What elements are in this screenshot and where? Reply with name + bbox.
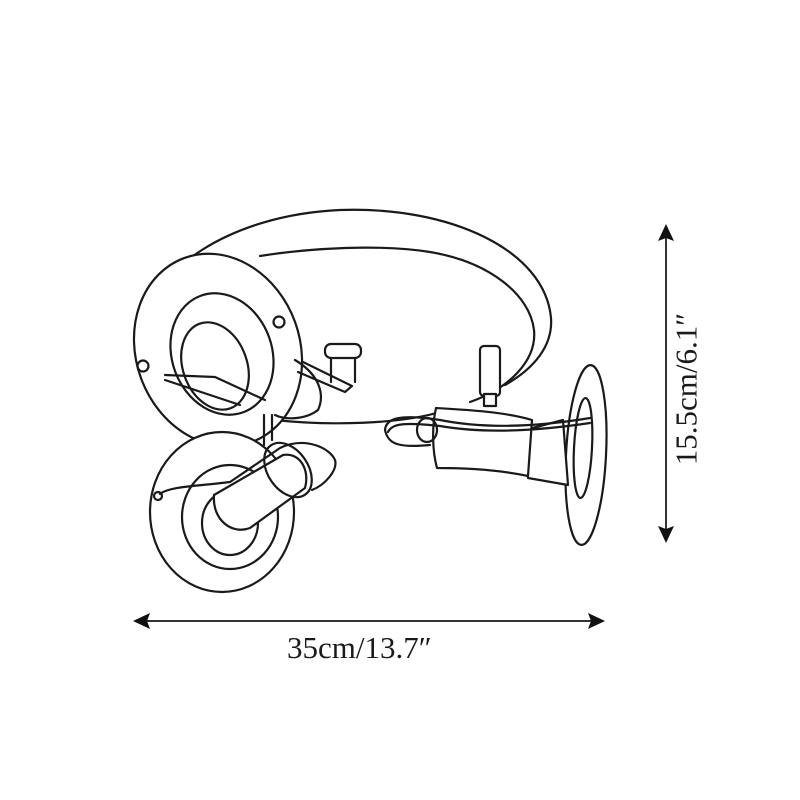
arrow-left-icon	[133, 613, 150, 629]
height-label: 15.5cm/6.1″	[668, 312, 704, 466]
spotlight-bottom-left	[148, 413, 337, 594]
width-label: 35cm/13.7″	[287, 630, 432, 665]
height-dimension-line	[658, 224, 674, 543]
width-dimension-line	[133, 613, 605, 629]
arrow-down-icon	[658, 526, 674, 543]
arrow-up-icon	[658, 224, 674, 241]
arrow-right-icon	[588, 613, 605, 629]
spotlight-top-left	[132, 252, 363, 448]
spotlight-right	[383, 344, 608, 546]
